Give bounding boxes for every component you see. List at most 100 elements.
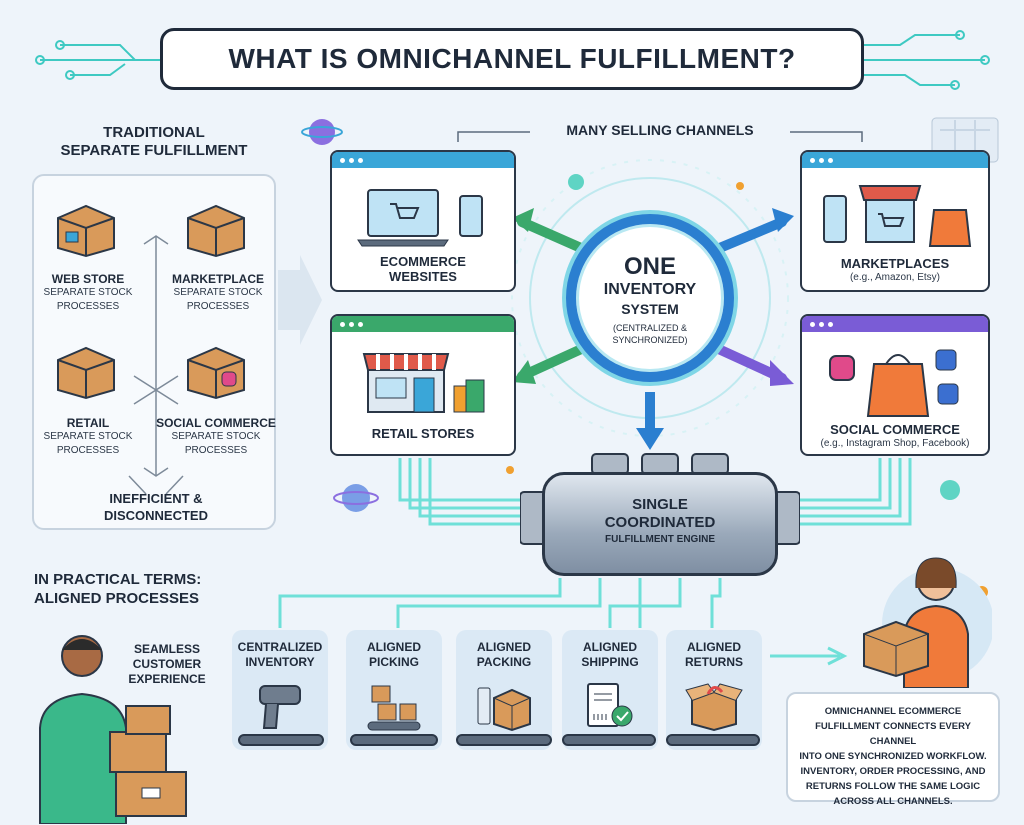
social-commerce-line1: SEPARATE STOCK — [171, 431, 261, 442]
retail-name: RETAIL — [66, 416, 110, 430]
laptop-cart-icon — [357, 189, 483, 247]
retail-line2: PROCESSES — [56, 445, 120, 456]
customer-line1: SEAMLESS — [133, 642, 200, 656]
summary-line1: OMNICHANNEL ECOMMERCE — [824, 706, 962, 717]
summary-box: OMNICHANNEL ECOMMERCE FULFILLMENT CONNEC… — [786, 692, 1000, 807]
pipes-left — [398, 458, 540, 526]
ecommerce-window: ECOMMERCE WEBSITES — [330, 150, 516, 292]
inventory-hub-text: ONE INVENTORY SYSTEM (CENTRALIZED & SYNC… — [566, 254, 734, 346]
return-box-icon — [685, 683, 743, 732]
heading-bracket-left — [457, 131, 530, 142]
window-titlebar — [802, 316, 988, 332]
social-commerce-name: SOCIAL COMMERCE — [156, 416, 276, 430]
conveyor-belt — [456, 734, 552, 746]
step-label-line2: INVENTORY — [245, 655, 315, 669]
scanner-icon — [259, 685, 301, 729]
engine-line2: COORDINATED — [604, 514, 716, 531]
marketplace-line2: PROCESSES — [186, 301, 250, 312]
inventory-hub — [566, 214, 734, 382]
customer-with-boxes-illustration — [39, 635, 187, 824]
decor-dot — [506, 466, 514, 474]
summary-line2: FULFILLMENT CONNECTS EVERY CHANNEL — [815, 721, 971, 747]
hub-sub2: SYNCHRONIZED) — [612, 335, 688, 345]
shipping-label-icon — [587, 683, 633, 727]
fulfillment-engine-text: SINGLE COORDINATED FULFILLMENT ENGINE — [542, 496, 778, 548]
summary-line6: ACROSS ALL CHANNELS. — [833, 796, 953, 807]
retail-label: RETAIL SEPARATE STOCK PROCESSES — [38, 416, 138, 458]
hub-to-social-arrow — [707, 341, 794, 386]
window-titlebar — [802, 152, 988, 168]
conveyor-boxes-icon — [367, 685, 421, 731]
marketplace-storefront-icon — [823, 185, 972, 247]
summary-line4: INVENTORY, ORDER PROCESSING, AND — [800, 766, 986, 777]
hub-line2: INVENTORY — [603, 281, 697, 298]
hub-to-retail-arrow — [512, 341, 593, 384]
steps-to-customer-arrow — [770, 646, 848, 666]
decor-dot — [736, 182, 744, 190]
ecommerce-label: ECOMMERCE WEBSITES — [332, 254, 514, 284]
step-label-line1: CENTRALIZED — [237, 640, 323, 654]
traditional-heading-line1: TRADITIONAL — [103, 124, 205, 141]
practical-line1: IN PRACTICAL TERMS: — [34, 571, 202, 588]
hub-to-marketplaces-arrow — [705, 208, 794, 257]
conveyor-belt — [666, 734, 760, 746]
step-centralized-inventory: CENTRALIZED INVENTORY — [232, 630, 328, 750]
social-shopping-icon — [829, 349, 959, 417]
marketplaces-examples: (e.g., Amazon, Etsy) — [849, 272, 941, 283]
traditional-connector-lines — [128, 235, 184, 495]
practical-line2: ALIGNED PROCESSES — [34, 590, 200, 607]
step-label-line1: ALIGNED — [583, 640, 637, 654]
step-aligned-packing: ALIGNED PACKING — [456, 630, 552, 750]
retail-line1: SEPARATE STOCK — [43, 431, 133, 442]
social-commerce-examples: (e.g., Instagram Shop, Facebook) — [820, 438, 970, 449]
step-label-line2: PICKING — [368, 655, 419, 669]
marketplaces-label: MARKETPLACES — [840, 256, 950, 271]
social-commerce-channel-label: SOCIAL COMMERCE — [830, 422, 960, 437]
engine-pipes-icon — [520, 453, 800, 545]
retail-stores-label: RETAIL STORES — [371, 426, 475, 441]
hub-line1: ONE — [623, 253, 676, 280]
heading-bracket-right — [790, 131, 863, 142]
conveyor-belt — [238, 734, 324, 746]
traditional-to-channels-arrow — [278, 255, 322, 345]
hub-to-ecommerce-arrow — [512, 208, 595, 257]
pipes-right — [780, 458, 912, 526]
window-titlebar — [332, 152, 514, 168]
packing-box-icon — [477, 687, 531, 732]
engine-line3: FULFILLMENT ENGINE — [605, 534, 715, 545]
step-label-line2: RETURNS — [684, 655, 743, 669]
step-aligned-returns: ALIGNED RETURNS — [666, 630, 762, 750]
web-store-line2: PROCESSES — [56, 301, 120, 312]
step-label-line1: ALIGNED — [477, 640, 531, 654]
web-store-name: WEB STORE — [51, 272, 125, 286]
web-store-box-icon — [57, 204, 115, 258]
customer-experience-label: SEAMLESS CUSTOMER EXPERIENCE — [112, 642, 222, 687]
step-label-line2: PACKING — [476, 655, 532, 669]
marketplace-line1: SEPARATE STOCK — [173, 287, 263, 298]
traditional-panel: WEB STORE SEPARATE STOCK PROCESSES MARKE… — [32, 174, 276, 530]
marketplace-box-icon — [187, 204, 245, 258]
step-aligned-shipping: ALIGNED SHIPPING — [562, 630, 658, 750]
social-commerce-label: SOCIAL COMMERCE SEPARATE STOCK PROCESSES — [156, 416, 276, 458]
ecommerce-line1: ECOMMERCE — [380, 254, 466, 269]
traditional-heading-line2: SEPARATE FULFILLMENT — [60, 142, 248, 159]
hub-line3: SYSTEM — [621, 301, 679, 317]
decor-planet-mid — [333, 484, 379, 512]
step-label-line1: ALIGNED — [687, 640, 741, 654]
pipes-to-steps — [278, 578, 722, 628]
social-commerce-box-icon — [187, 346, 245, 400]
window-titlebar — [332, 316, 514, 332]
summary-line3: INTO ONE SYNCHRONIZED WORKFLOW. — [799, 751, 987, 762]
page-title: WHAT IS OMNICHANNEL FULFILLMENT? — [160, 28, 864, 90]
ecommerce-line2: WEBSITES — [389, 269, 457, 284]
traditional-footer-line2: DISCONNECTED — [103, 508, 208, 523]
step-label-line2: SHIPPING — [581, 655, 639, 669]
hub-to-engine-arrow — [636, 392, 664, 450]
traditional-footer: INEFFICIENT & DISCONNECTED — [34, 490, 278, 524]
traditional-footer-line1: INEFFICIENT & — [109, 491, 203, 506]
step-label-line1: ALIGNED — [367, 640, 421, 654]
social-commerce-line2: PROCESSES — [184, 445, 248, 456]
marketplaces-window: MARKETPLACES (e.g., Amazon, Etsy) — [800, 150, 990, 292]
customer-line3: EXPERIENCE — [128, 672, 206, 686]
